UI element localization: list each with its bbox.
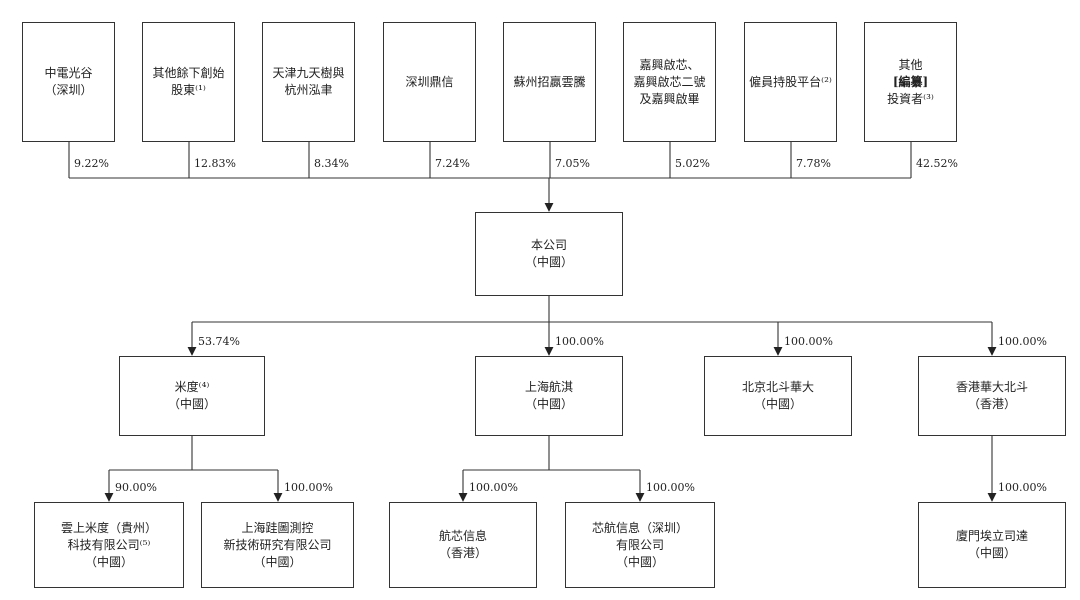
shareholder-box-tianjin: 天津九天樹與杭州泓聿 xyxy=(262,22,355,142)
subsidiary-box-hangqi-label: 上海航淇 （中國） xyxy=(521,379,577,413)
subsidiary-box-hangqi: 上海航淇 （中國） xyxy=(475,356,623,436)
level3-box-hangxin-hk-line: （香港） xyxy=(438,546,487,560)
shareholder-box-suzhou: 蘇州招贏雲騰 xyxy=(503,22,596,142)
level3-percent-shanghai-guitu: 100.00% xyxy=(284,481,333,494)
shareholder-box-jiaxing-line: 嘉興啟芯、 xyxy=(639,57,700,72)
subsidiary-box-beijing-label: 北京北斗華大 （中國） xyxy=(738,379,818,413)
shareholder-box-jiaxing: 嘉興啟芯、嘉興啟芯二號及嘉興啟畢 xyxy=(623,22,716,142)
shareholder-box-jiaxing-line: 嘉興啟芯二號 xyxy=(633,74,706,89)
level3-percent-yunshang: 90.00% xyxy=(115,481,157,494)
shareholder-box-tianjin-line: 天津九天樹與 xyxy=(272,66,345,80)
shareholder-box-dingxin-label: 深圳鼎信 xyxy=(401,74,457,91)
shareholder-percent-founders: 12.83% xyxy=(194,157,236,170)
shareholder-box-tianjin-line: 杭州泓聿 xyxy=(284,83,333,97)
level3-box-yunshang-line: 雲上米度（貴州） xyxy=(60,520,157,535)
shareholder-box-suzhou-line: 蘇州招贏雲騰 xyxy=(513,74,586,89)
company-box-label: 本公司 （中國） xyxy=(521,237,577,271)
level3-box-xinhang-sz-label: 芯航信息（深圳） 有限公司 （中國） xyxy=(588,520,692,571)
shareholder-box-others-line: 其他 xyxy=(898,57,923,72)
level3-box-xiamen: 廈門埃立司達 （中國） xyxy=(918,502,1066,588)
subsidiary-box-hangqi-line: 上海航淇 xyxy=(524,380,573,394)
shareholder-box-zhongdian: 中電光谷 （深圳） xyxy=(22,22,115,142)
level3-box-shanghai-guitu: 上海跬圖測控新技術研究有限公司 （中國） xyxy=(201,502,354,588)
level3-percent-hangxin-hk: 100.00% xyxy=(469,481,518,494)
level3-box-shanghai-guitu-line: 新技術研究有限公司 xyxy=(223,537,332,552)
shareholder-box-others-line: [編纂] xyxy=(892,74,929,89)
level3-box-yunshang-line: （中國） xyxy=(84,554,133,569)
subsidiary-box-hongkong-line: 香港華大北斗 xyxy=(955,380,1028,394)
level3-box-xiamen-label: 廈門埃立司達 （中國） xyxy=(952,528,1032,562)
company-box-line: （中國） xyxy=(524,255,573,269)
subsidiary-box-beijing-line: 北京北斗華大 xyxy=(741,380,814,394)
subsidiary-box-midu: 米度⁽⁴⁾ （中國） xyxy=(119,356,265,436)
company-box: 本公司 （中國） xyxy=(475,212,623,296)
shareholder-box-tianjin-label: 天津九天樹與杭州泓聿 xyxy=(268,65,348,99)
connector-lines xyxy=(68,142,997,502)
level3-percent-xiamen: 100.00% xyxy=(998,481,1047,494)
shareholder-box-dingxin-line: 深圳鼎信 xyxy=(405,74,454,89)
shareholder-box-founders-line: 股東⁽¹⁾ xyxy=(171,83,206,97)
subsidiary-box-midu-line: 米度⁽⁴⁾ xyxy=(174,380,210,394)
subsidiary-percent-hongkong: 100.00% xyxy=(998,335,1047,348)
subsidiary-percent-midu: 53.74% xyxy=(198,335,240,348)
shareholder-box-founders-label: 其他餘下創始股東⁽¹⁾ xyxy=(148,65,228,99)
level3-box-shanghai-guitu-label: 上海跬圖測控新技術研究有限公司 （中國） xyxy=(219,520,335,571)
shareholder-percent-tianjin: 8.34% xyxy=(314,157,349,170)
level3-box-yunshang-line: 科技有限公司⁽⁵⁾ xyxy=(67,537,151,552)
level3-box-hangxin-hk-label: 航芯信息 （香港） xyxy=(435,528,491,562)
level3-box-xinhang-sz-line: 芯航信息（深圳） xyxy=(591,520,688,535)
shareholder-box-founders-line: 其他餘下創始 xyxy=(152,66,225,80)
shareholder-box-founders: 其他餘下創始股東⁽¹⁾ xyxy=(142,22,235,142)
shareholder-box-suzhou-label: 蘇州招贏雲騰 xyxy=(509,74,589,91)
shareholder-box-jiaxing-label: 嘉興啟芯、嘉興啟芯二號及嘉興啟畢 xyxy=(629,57,709,108)
level3-box-shanghai-guitu-line: 上海跬圖測控 xyxy=(241,520,314,535)
level3-box-yunshang: 雲上米度（貴州） 科技有限公司⁽⁵⁾ （中國） xyxy=(34,502,184,588)
level3-box-shanghai-guitu-line: （中國） xyxy=(253,554,302,569)
level3-percent-xinhang-sz: 100.00% xyxy=(646,481,695,494)
shareholder-box-esop: 僱員持股平台⁽²⁾ xyxy=(744,22,837,142)
subsidiary-box-hongkong-label: 香港華大北斗 （香港） xyxy=(952,379,1032,413)
shareholder-percent-dingxin: 7.24% xyxy=(435,157,470,170)
level3-box-xinhang-sz-line: （中國） xyxy=(615,554,664,569)
shareholder-percent-suzhou: 7.05% xyxy=(555,157,590,170)
shareholder-percent-zhongdian: 9.22% xyxy=(74,157,109,170)
shareholder-box-zhongdian-line: 中電光谷 xyxy=(44,66,93,80)
shareholder-box-dingxin: 深圳鼎信 xyxy=(383,22,476,142)
subsidiary-box-hangqi-line: （中國） xyxy=(524,397,573,411)
shareholder-box-others-line: 投資者⁽³⁾ xyxy=(887,91,934,106)
shareholder-percent-others: 42.52% xyxy=(916,157,958,170)
shareholder-box-jiaxing-line: 及嘉興啟畢 xyxy=(639,91,700,106)
level3-box-yunshang-label: 雲上米度（貴州） 科技有限公司⁽⁵⁾ （中國） xyxy=(57,520,161,571)
level3-box-hangxin-hk-line: 航芯信息 xyxy=(438,529,487,543)
level3-box-xiamen-line: 廈門埃立司達 xyxy=(955,529,1028,543)
level3-box-xinhang-sz: 芯航信息（深圳） 有限公司 （中國） xyxy=(565,502,715,588)
level3-box-xinhang-sz-line: 有限公司 xyxy=(615,537,664,552)
subsidiary-box-hongkong-line: （香港） xyxy=(967,397,1016,411)
shareholder-box-esop-line: 僱員持股平台⁽²⁾ xyxy=(749,74,832,89)
subsidiary-box-beijing-line: （中國） xyxy=(753,397,802,411)
subsidiary-box-midu-line: （中國） xyxy=(167,397,216,411)
shareholder-percent-jiaxing: 5.02% xyxy=(675,157,710,170)
level3-box-hangxin-hk: 航芯信息 （香港） xyxy=(389,502,537,588)
shareholder-box-others-label: 其他 [編纂] 投資者⁽³⁾ xyxy=(883,57,938,108)
shareholder-percent-esop: 7.78% xyxy=(796,157,831,170)
subsidiary-box-midu-label: 米度⁽⁴⁾ （中國） xyxy=(164,379,220,413)
subsidiary-box-hongkong: 香港華大北斗 （香港） xyxy=(918,356,1066,436)
company-box-line: 本公司 xyxy=(530,238,567,252)
shareholder-box-zhongdian-label: 中電光谷 （深圳） xyxy=(40,65,96,99)
shareholder-box-others: 其他 [編纂] 投資者⁽³⁾ xyxy=(864,22,957,142)
shareholder-box-esop-label: 僱員持股平台⁽²⁾ xyxy=(745,74,836,91)
subsidiary-percent-hangqi: 100.00% xyxy=(555,335,604,348)
level3-box-xiamen-line: （中國） xyxy=(967,546,1016,560)
shareholder-box-zhongdian-line: （深圳） xyxy=(44,83,93,97)
subsidiary-percent-beijing: 100.00% xyxy=(784,335,833,348)
subsidiary-box-beijing: 北京北斗華大 （中國） xyxy=(704,356,852,436)
